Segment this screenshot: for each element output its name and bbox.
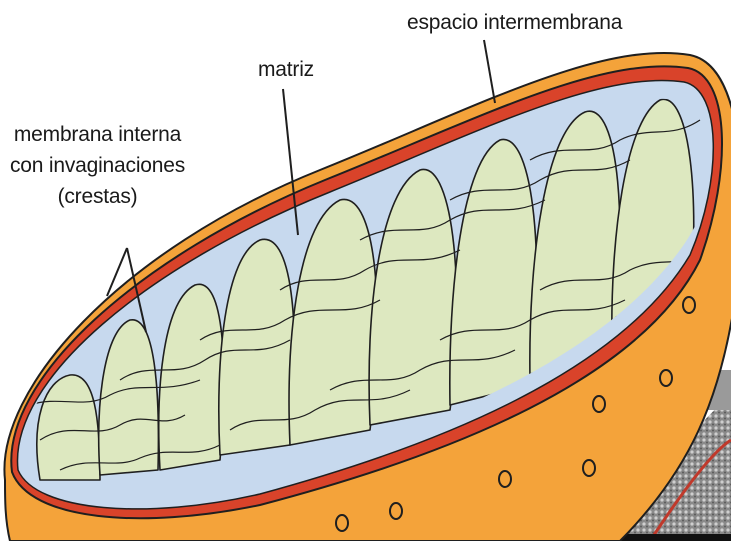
label-membrana-interna-line2: con invaginaciones [10,150,185,181]
label-matriz: matriz [258,57,314,83]
label-espacio-intermembrana: espacio intermembrana [407,10,622,36]
label-membrana-interna-line1: membrana interna [10,119,185,150]
label-membrana-interna-line3: (crestas) [10,181,185,212]
leader-espacio-intermembrana [484,40,495,103]
label-membrana-interna: membrana interna con invaginaciones (cre… [10,119,185,212]
